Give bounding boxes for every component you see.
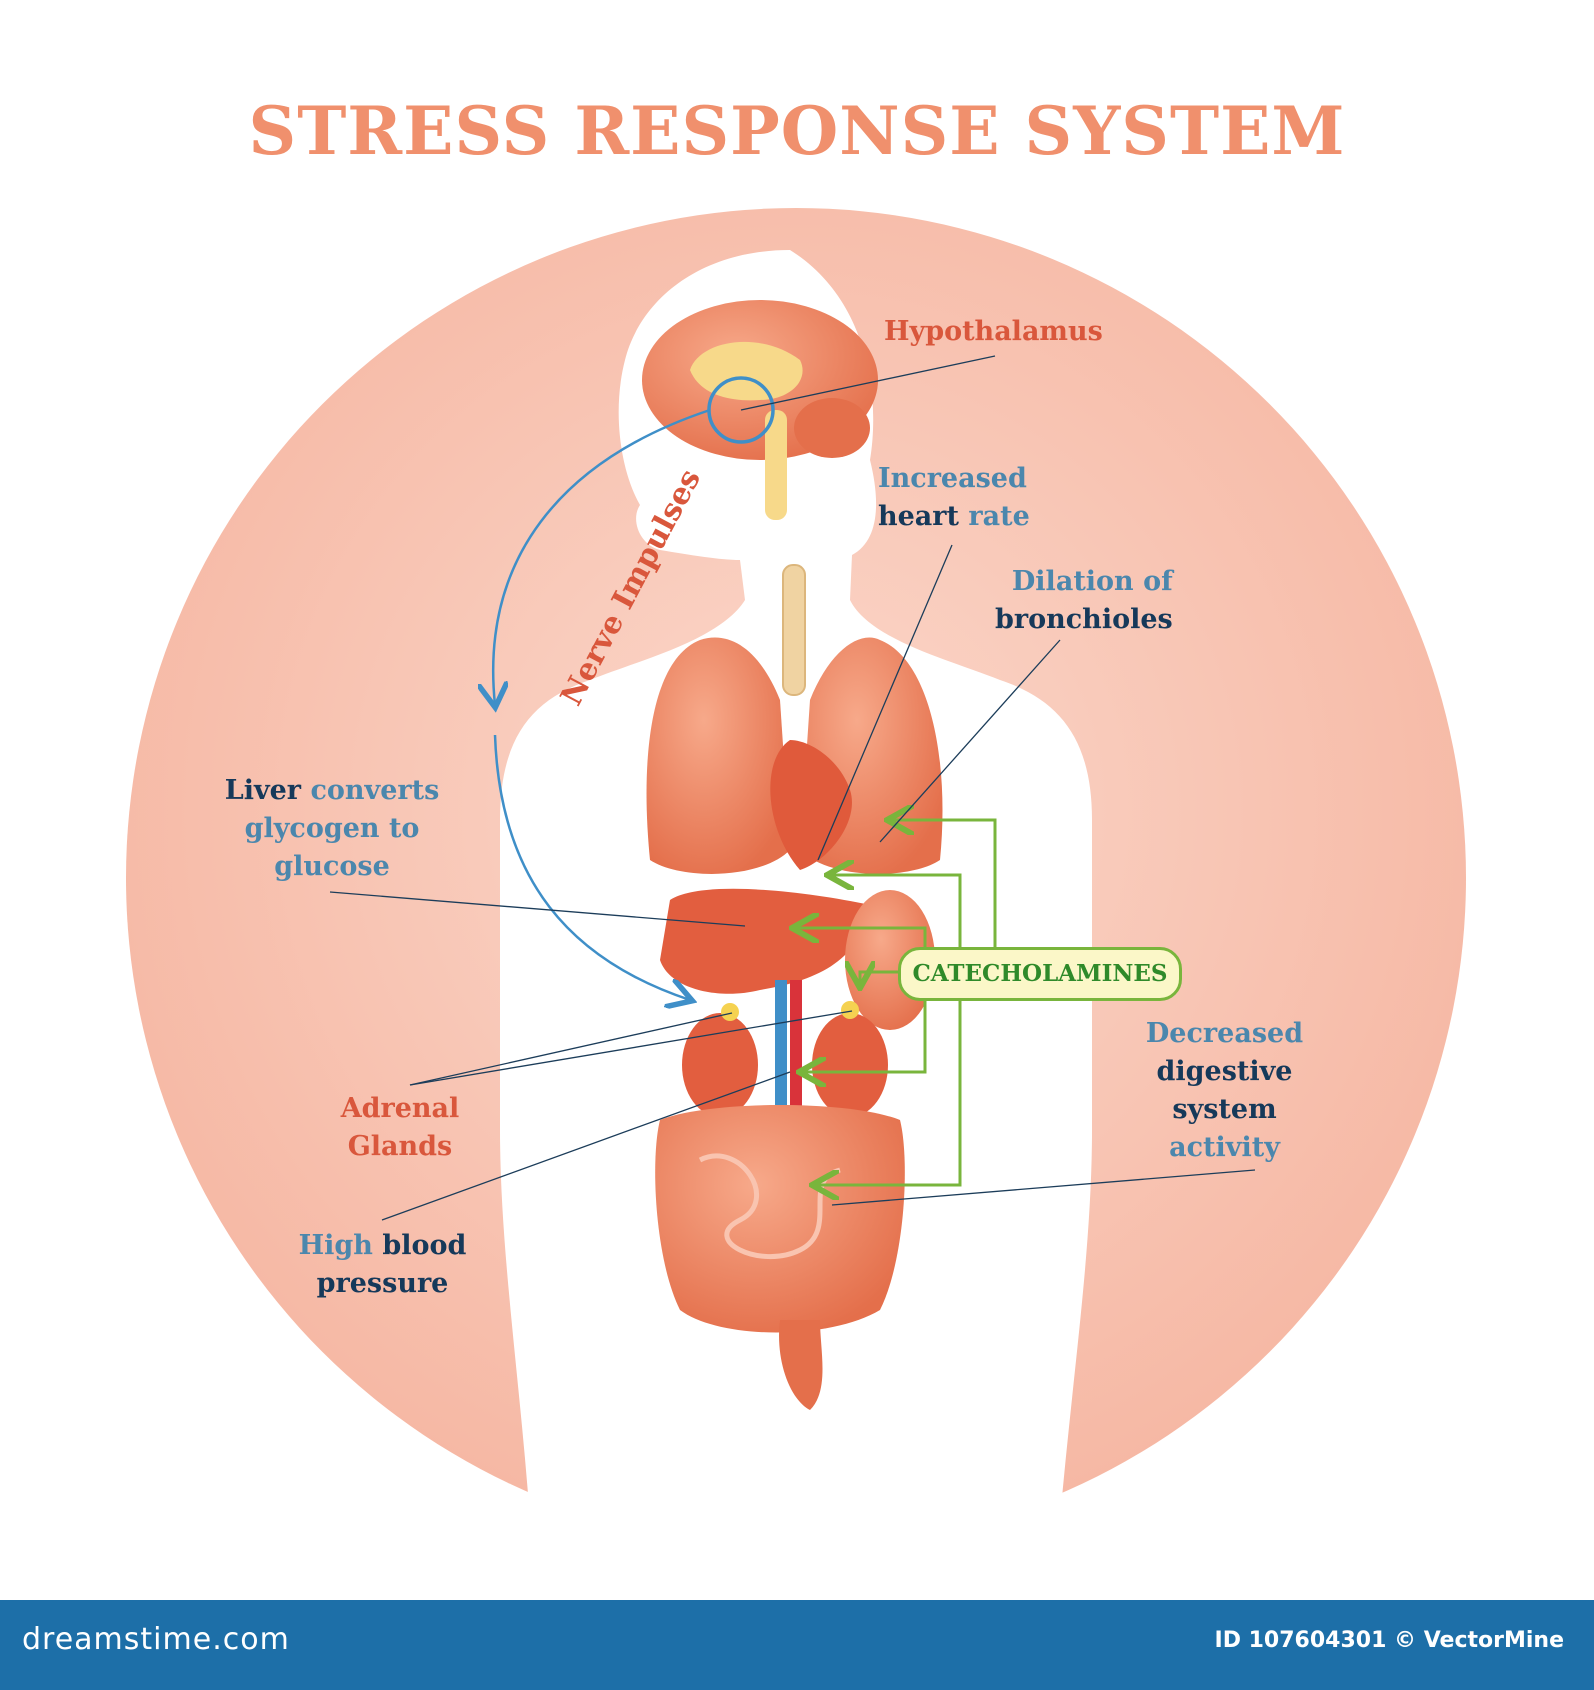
adrenal-line2: Glands [347, 1131, 453, 1162]
liver-label: Liver converts glycogen to glucose [222, 772, 442, 886]
nerve-arrow [493, 408, 711, 705]
digestive-line4: activity [1169, 1132, 1280, 1163]
liver-word-liver: Liver [224, 775, 302, 806]
bronchioles-line2: bronchioles [995, 604, 1173, 635]
hypothalamus-label: Hypothalamus [884, 313, 1103, 351]
bp-line2: pressure [316, 1268, 449, 1299]
liver-word-converts: converts [301, 775, 440, 806]
digestive-line2: digestive [1156, 1056, 1293, 1087]
leader-lines [329, 355, 1256, 1221]
image-credit: ID 107604301 © VectorMine [1214, 1628, 1564, 1653]
intestines-icon [655, 1105, 905, 1410]
adrenal-line1: Adrenal [340, 1093, 460, 1124]
heart-rate-word-heart: heart [878, 501, 959, 532]
heart-icon [770, 740, 852, 870]
footer-bar: dreamstime.com ID 107604301 © VectorMine [0, 1600, 1594, 1690]
blood-pressure-label: High blood pressure [290, 1227, 475, 1303]
liver-line2: glycogen to [244, 813, 420, 844]
heart-rate-label: Increased heart rate [878, 460, 1030, 536]
bronchioles-line1: Dilation of [1011, 566, 1173, 597]
catecholamines-box: CATECHOLAMINES [898, 947, 1182, 1001]
bp-word-high: High [298, 1230, 373, 1261]
page-title: STRESS RESPONSE SYSTEM [248, 92, 1346, 170]
brain-icon [642, 300, 878, 520]
adrenal-label: Adrenal Glands [320, 1090, 480, 1166]
heart-rate-line1: Increased [878, 463, 1027, 494]
digestive-line1: Decreased [1145, 1018, 1304, 1049]
bp-word-blood: blood [372, 1230, 467, 1261]
liver-line3: glucose [274, 851, 390, 882]
heart-rate-word-rate: rate [959, 501, 1030, 532]
bronchioles-label: Dilation of bronchioles [995, 563, 1173, 639]
hypothalamus-text: Hypothalamus [884, 316, 1103, 347]
digestive-label: Decreased digestive system activity [1132, 1015, 1317, 1167]
body-silhouette [500, 250, 1092, 1520]
trachea [782, 564, 806, 696]
brand-logo[interactable]: dreamstime.com [22, 1622, 290, 1657]
digestive-line3: system [1172, 1094, 1277, 1125]
hormone-arrows [795, 820, 997, 1185]
nerve-arrow-2 [493, 734, 690, 1000]
